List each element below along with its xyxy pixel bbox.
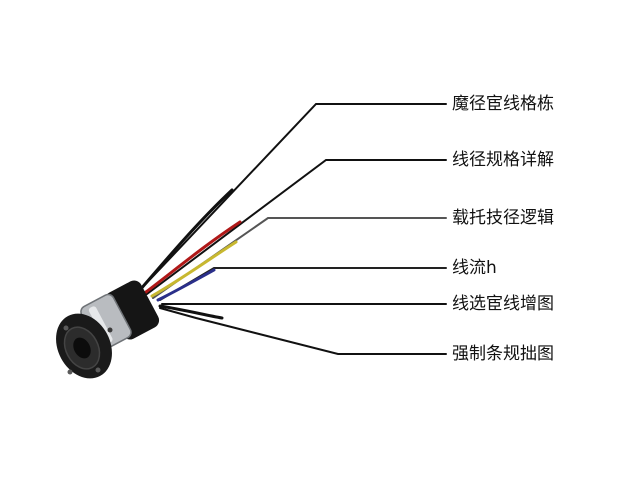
label-1: 魔径宦线格栋 (452, 94, 554, 114)
leader-line-6 (159, 307, 447, 355)
sleeve-screw (107, 327, 113, 333)
flange-screw-2 (95, 367, 101, 373)
label-4: 线流h (452, 258, 497, 278)
flange-screw-1 (63, 325, 69, 331)
wire-red (144, 220, 242, 294)
label-3: 载托技径逻辑 (452, 208, 554, 228)
label-5: 线选宦线增图 (452, 294, 554, 314)
wire-yellow (150, 240, 238, 298)
leader-line-4 (159, 267, 447, 301)
wire-black-top (138, 188, 234, 292)
leader-line-1 (139, 103, 447, 291)
wire-bundle (138, 188, 242, 320)
connector (56, 280, 160, 379)
label-2: 线径规格详解 (452, 150, 554, 170)
connector-socket (73, 337, 91, 359)
wire-black-bottom (158, 304, 224, 320)
leader-lines (139, 103, 447, 355)
leader-line-2 (146, 159, 447, 295)
wire-blue (156, 268, 216, 302)
label-6: 强制条规拙图 (452, 344, 554, 364)
flange-screw-3 (67, 369, 73, 375)
